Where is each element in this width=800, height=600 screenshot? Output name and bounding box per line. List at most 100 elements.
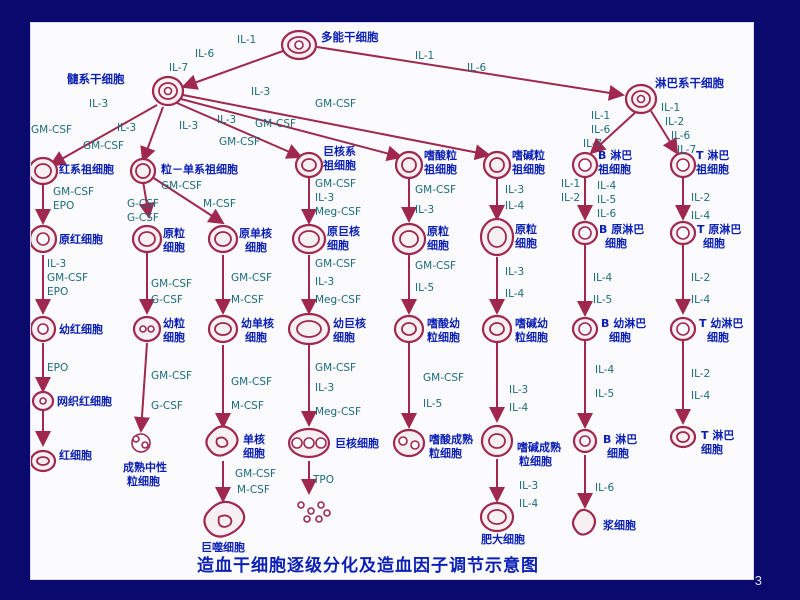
cytokine-gmcsf: GM-CSF bbox=[31, 124, 72, 136]
myeloblast-drawing bbox=[131, 224, 163, 254]
label-proerythroblast: 原红细胞 bbox=[59, 232, 103, 246]
cytokine-il7: IL-7 bbox=[677, 144, 696, 156]
platelet-drawing bbox=[297, 501, 331, 523]
cytokine-gmcsf: GM-CSF bbox=[47, 272, 88, 284]
cytokine-il2: IL-2 bbox=[665, 116, 684, 128]
cytokine-il4: IL-4 bbox=[691, 210, 711, 222]
label-eos-myeloblast-2: 细胞 bbox=[427, 238, 449, 252]
cytokine-il5: IL-5 bbox=[593, 294, 612, 306]
cytokine-gmcsf: GM-CSF bbox=[235, 468, 276, 480]
cytokine-epo: EPO bbox=[47, 362, 68, 374]
cytokine-il4: IL-4 bbox=[519, 498, 539, 510]
cytokine-il3: IL-3 bbox=[251, 86, 270, 98]
label-b-progenitor-1: B 淋巴 bbox=[598, 148, 632, 162]
cytokine-gmcsf: GM-CSF bbox=[255, 118, 296, 130]
label-monocyte-1: 单核 bbox=[243, 432, 265, 446]
cytokine-epo: EPO bbox=[47, 286, 68, 298]
cytokine-gmcsf: GM-CSF bbox=[415, 184, 456, 196]
cytokine-il6: IL-6 bbox=[591, 124, 611, 136]
cytokine-il3: IL-3 bbox=[217, 114, 236, 126]
mast-cell-drawing bbox=[479, 501, 515, 533]
cytokine-il4: IL-4 bbox=[505, 288, 525, 300]
promyelocyte-drawing bbox=[132, 315, 162, 343]
cytokine-il3: IL-3 bbox=[505, 184, 524, 196]
cytokine-gmcsf: GM-CSF bbox=[151, 278, 192, 290]
eos-young-drawing bbox=[393, 314, 425, 344]
label-baso-progenitor-1: 嗜碱粒 bbox=[512, 148, 545, 162]
label-baso-myeloblast-2: 细胞 bbox=[515, 236, 537, 250]
label-plasma-cell: 浆细胞 bbox=[603, 518, 636, 532]
label-macrophage: 巨噬细胞 bbox=[201, 540, 245, 554]
monoblast-drawing bbox=[207, 224, 239, 254]
label-megakaryoblast-1: 原巨核 bbox=[327, 224, 360, 238]
cytokine-il4: IL-4 bbox=[691, 294, 711, 306]
label-lymphoid-stem: 淋巴系干细胞 bbox=[655, 76, 724, 90]
cytokine-il2: IL-2 bbox=[691, 368, 710, 380]
label-mast-cell: 肥大细胞 bbox=[481, 532, 525, 546]
label-eos-young-1: 嗜酸幼 bbox=[427, 316, 460, 330]
promegakaryocyte-drawing bbox=[287, 312, 331, 346]
label-eos-progenitor-2: 祖细胞 bbox=[423, 162, 457, 176]
label-b-lymph-2: 细胞 bbox=[607, 446, 629, 460]
cytokine-gmcsf: GM-CSF bbox=[151, 370, 192, 382]
erythroid-progenitor-drawing bbox=[31, 156, 59, 186]
label-myeloid-stem: 髓系干细胞 bbox=[67, 72, 125, 86]
cytokine-gcsf: G-CSF bbox=[127, 212, 159, 224]
cytokine-il1: IL-1 bbox=[415, 50, 434, 62]
cytokine-il7: IL-7 bbox=[169, 62, 188, 74]
basophil-drawing bbox=[480, 424, 514, 458]
gm-progenitor-drawing bbox=[129, 157, 157, 185]
label-promyelocyte-2: 细胞 bbox=[163, 330, 185, 344]
rbc-drawing bbox=[31, 449, 57, 473]
baso-progenitor-drawing bbox=[482, 150, 512, 180]
eosinophil-drawing bbox=[392, 428, 426, 458]
label-gm-progenitor: 粒－单系祖细胞 bbox=[161, 162, 238, 176]
cytokine-gmcsf: GM-CSF bbox=[219, 136, 260, 148]
t-lymph-drawing bbox=[669, 425, 697, 449]
label-baso-young-2: 粒细胞 bbox=[515, 330, 548, 344]
label-eos-progenitor-1: 嗜酸粒 bbox=[424, 148, 457, 162]
cytokine-il3: IL-3 bbox=[509, 384, 528, 396]
cytokine-tpo: TPO bbox=[312, 474, 334, 486]
plasma-cell-drawing bbox=[571, 508, 597, 536]
label-t-progenitor-1: T 淋巴 bbox=[696, 148, 729, 162]
cytokine-il6: IL-6 bbox=[671, 130, 691, 142]
cytokine-il5: IL-5 bbox=[423, 398, 442, 410]
cytokine-il4: IL-4 bbox=[595, 364, 615, 376]
label-mega-progenitor-1: 巨核系 bbox=[323, 144, 356, 158]
cytokine-il5: IL-5 bbox=[595, 388, 614, 400]
label-t-lymph-1: T 淋巴 bbox=[701, 428, 734, 442]
label-basophil-1: 嗜碱成熟 bbox=[517, 440, 561, 454]
label-early-erythroblast: 幼红细胞 bbox=[59, 322, 103, 336]
cytokine-gmcsf: GM-CSF bbox=[161, 180, 202, 192]
cytokine-il5: IL-5 bbox=[415, 282, 434, 294]
diagram-panel: 多能干细胞 髓系干细胞 淋巴系干细胞 红系祖细胞 粒－单系祖细胞 巨核系 祖细胞… bbox=[30, 22, 754, 580]
label-t-lymphoblast-1: T 原淋巴 bbox=[697, 222, 741, 236]
cell-drawings bbox=[31, 29, 697, 538]
macrophage-drawing bbox=[203, 500, 246, 538]
cytokine-megcsf: Meg-CSF bbox=[315, 294, 361, 306]
cytokine-il6: IL-6 bbox=[467, 62, 487, 74]
cytokine-megcsf: Meg-CSF bbox=[315, 406, 361, 418]
monocyte-drawing bbox=[205, 425, 239, 457]
label-t-lymph-2: 细胞 bbox=[701, 442, 723, 456]
cytokine-il4: IL-4 bbox=[593, 272, 613, 284]
label-myeloblast-1: 原粒 bbox=[163, 226, 185, 240]
hematopoiesis-diagram: 多能干细胞 髓系干细胞 淋巴系干细胞 红系祖细胞 粒－单系祖细胞 巨核系 祖细胞… bbox=[31, 29, 743, 576]
cytokine-il4: IL-4 bbox=[597, 180, 617, 192]
label-rbc: 红细胞 bbox=[59, 448, 92, 462]
cytokine-gmcsf: GM-CSF bbox=[231, 272, 272, 284]
label-b-prolymph-1: B 幼淋巴 bbox=[601, 316, 646, 330]
label-mega-progenitor-2: 祖细胞 bbox=[322, 158, 356, 172]
label-baso-myeloblast-1: 原粒 bbox=[515, 222, 537, 236]
cytokine-il6: IL-6 bbox=[595, 482, 615, 494]
label-promegakaryocyte-1: 幼巨核 bbox=[333, 316, 366, 330]
cytokine-il3: IL-3 bbox=[315, 382, 334, 394]
cytokine-il3: IL-3 bbox=[519, 480, 538, 492]
cytokine-il1: IL-1 bbox=[591, 110, 610, 122]
cytokine-gmcsf: GM-CSF bbox=[315, 98, 356, 110]
cytokine-il5: IL-5 bbox=[597, 194, 616, 206]
cytokine-gmcsf: GM-CSF bbox=[315, 258, 356, 270]
cytokine-il1: IL-1 bbox=[237, 34, 256, 46]
